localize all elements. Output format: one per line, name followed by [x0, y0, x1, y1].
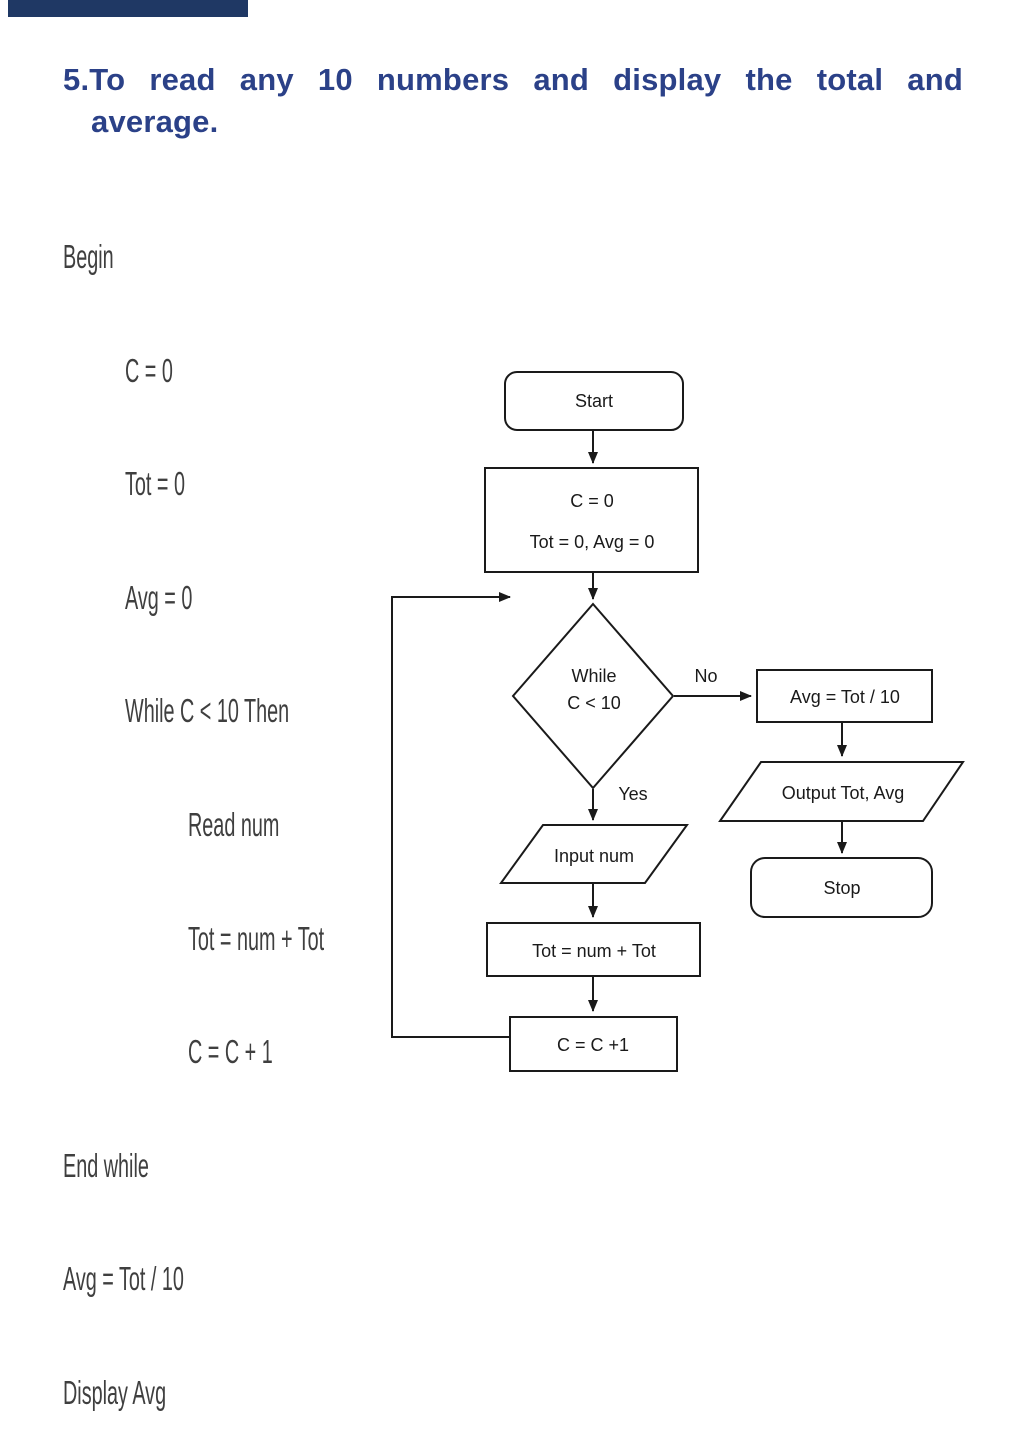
pseudocode-line: Begin	[63, 238, 114, 275]
init-label-line1: C = 0	[570, 491, 614, 511]
output-node	[718, 761, 965, 822]
increment-label: C = C +1	[557, 1035, 629, 1055]
decision-node	[511, 602, 675, 790]
input-node	[499, 824, 689, 884]
decision-label-line2: C < 10	[567, 693, 621, 713]
pseudocode-line: Read num	[188, 805, 280, 843]
pseudocode-line: C = 0	[125, 351, 173, 389]
stop-node	[750, 857, 933, 918]
title-word: total	[816, 62, 884, 97]
yes-branch-label: Yes	[618, 784, 647, 804]
decision-label-line1: While	[571, 666, 616, 686]
title-word: display	[613, 62, 722, 97]
no-branch-label: No	[694, 666, 717, 686]
title-word: and	[533, 62, 590, 97]
start-node	[504, 371, 684, 431]
pseudocode-block: Begin C = 0 Tot = 0 Avg = 0 While C < 10…	[63, 162, 415, 1449]
start-label: Start	[575, 391, 613, 411]
pseudocode-line: End while	[63, 1146, 149, 1184]
title-word: 5.To	[63, 62, 126, 97]
title-word: the	[745, 62, 793, 97]
page-title: 5.To read any 10 numbers and display the…	[63, 62, 963, 140]
title-word: numbers	[376, 62, 510, 97]
total-node	[486, 922, 701, 977]
increment-node	[509, 1016, 678, 1072]
stop-label: Stop	[823, 878, 860, 898]
title-word: and	[907, 62, 963, 97]
page-corner-bar	[8, 0, 248, 17]
pseudocode-line: Tot = 0	[125, 465, 185, 503]
pseudocode-line: Avg = Tot / 10	[63, 1260, 184, 1298]
title-word: read	[149, 62, 216, 97]
pseudocode-line: C = C + 1	[188, 1033, 273, 1071]
page-title-line2: average.	[91, 104, 219, 139]
title-word: 10	[317, 62, 353, 97]
pseudocode-line: While C < 10 Then	[125, 692, 290, 730]
loop-back-arrow	[391, 592, 511, 1038]
init-node	[484, 467, 699, 573]
pseudocode-line: Tot = num + Tot	[188, 919, 325, 957]
page-title-line1: 5.To read any 10 numbers and display the…	[63, 62, 963, 98]
pseudocode-line: Display Avg	[63, 1373, 167, 1411]
total-label: Tot = num + Tot	[532, 941, 656, 961]
output-label: Output Tot, Avg	[782, 783, 904, 803]
init-label-line2: Tot = 0, Avg = 0	[530, 532, 655, 552]
average-node	[756, 669, 933, 723]
title-word: any	[239, 62, 294, 97]
pseudocode-line: Avg = 0	[125, 578, 193, 616]
average-label: Avg = Tot / 10	[790, 687, 900, 707]
input-label: Input num	[554, 846, 634, 866]
